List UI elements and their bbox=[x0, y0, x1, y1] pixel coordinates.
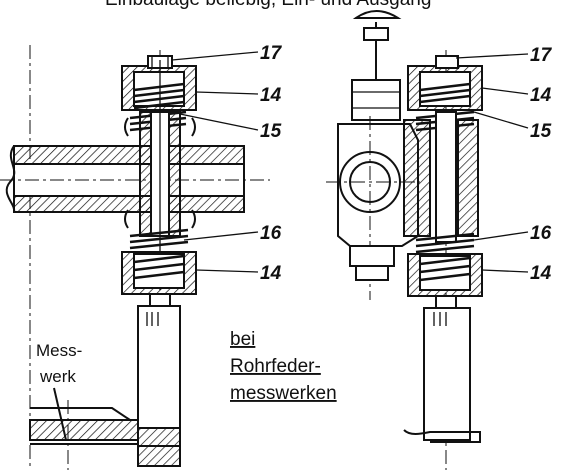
callout-right-14-top: 14 bbox=[530, 85, 552, 106]
right-assembly bbox=[326, 10, 529, 470]
note-line-2: Rohrfeder- bbox=[230, 356, 321, 377]
callout-right-16: 16 bbox=[530, 223, 552, 244]
messwerk-label-line2: werk bbox=[39, 367, 76, 386]
callout-right-14-bottom: 14 bbox=[530, 263, 552, 284]
callout-left-17: 17 bbox=[260, 43, 283, 64]
callout-left-14-top: 14 bbox=[260, 85, 282, 106]
callout-left-14-bottom: 14 bbox=[260, 263, 282, 284]
callout-right-17: 17 bbox=[530, 45, 553, 66]
callout-left-16: 16 bbox=[260, 223, 282, 244]
note-line-3: messwerken bbox=[230, 383, 337, 404]
top-caption: Einbaulage beliebig, Ein- und Ausgang bbox=[105, 0, 431, 10]
callout-left-15: 15 bbox=[260, 121, 282, 142]
left-assembly bbox=[0, 45, 270, 470]
callout-right-15: 15 bbox=[530, 121, 552, 142]
note-line-1: bei bbox=[230, 329, 255, 350]
messwerk-label-line1: Mess- bbox=[36, 341, 82, 360]
